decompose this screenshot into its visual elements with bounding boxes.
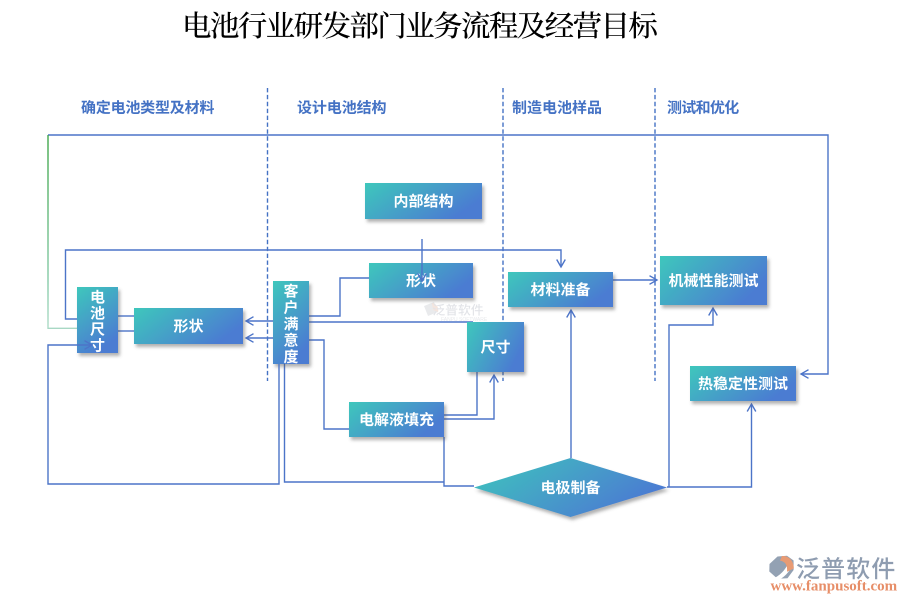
- svg-text:www.fanpusoft.com: www.fanpusoft.com: [771, 579, 898, 595]
- svg-text:FANPU SOFTWARE: FANPU SOFTWARE: [441, 317, 488, 323]
